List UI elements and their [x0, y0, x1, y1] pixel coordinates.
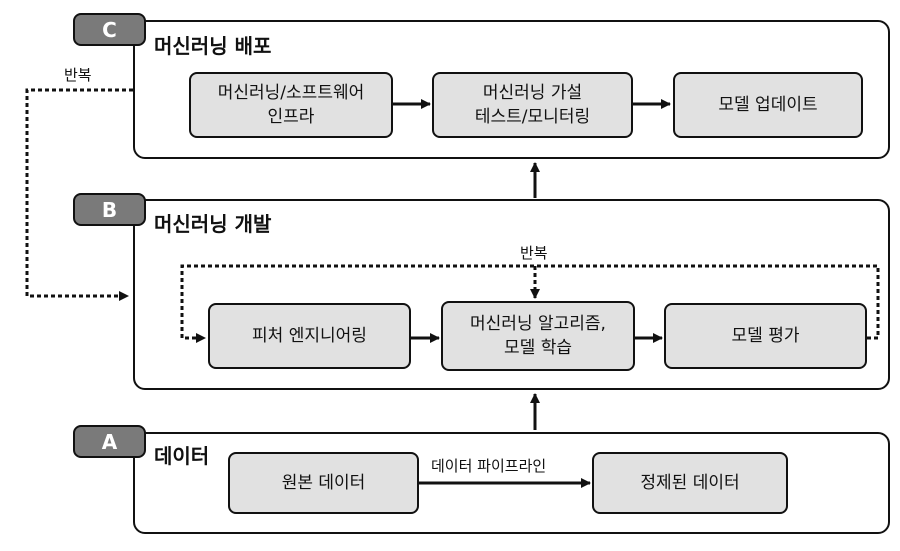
node-ml-hypothesis-test: 머신러닝 가설 테스트/모니터링: [432, 72, 633, 138]
node-feature-engineering: 피처 엔지니어링: [208, 303, 411, 369]
badge-b: B: [73, 193, 146, 226]
badge-c: C: [73, 13, 146, 46]
label-data-pipeline: 데이터 파이프라인: [429, 455, 549, 476]
label-outer-repeat: 반복: [62, 64, 94, 85]
title-data: 데이터: [154, 444, 210, 468]
badge-a: A: [73, 425, 146, 458]
node-clean-data: 정제된 데이터: [592, 452, 788, 514]
node-model-update: 모델 업데이트: [673, 72, 863, 138]
title-deployment: 머신러닝 배포: [154, 34, 272, 58]
node-ml-algorithm-training: 머신러닝 알고리즘, 모델 학습: [441, 301, 635, 371]
node-ml-software-infra: 머신러닝/소프트웨어 인프라: [189, 72, 393, 138]
node-raw-data: 원본 데이터: [228, 452, 419, 514]
node-model-evaluation: 모델 평가: [664, 303, 867, 369]
title-development: 머신러닝 개발: [154, 212, 272, 236]
label-inner-repeat: 반복: [518, 242, 550, 263]
